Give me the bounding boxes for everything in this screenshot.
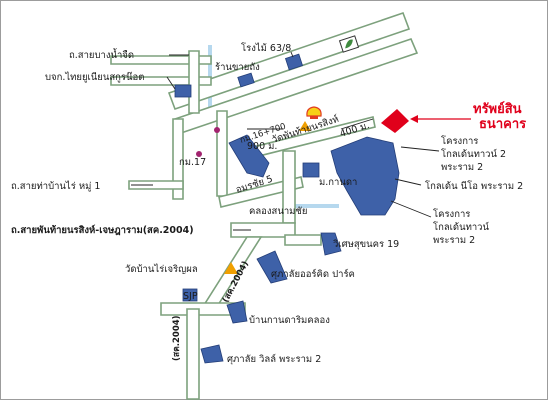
label-sawmill: โรงไม้ 63/8: [241, 42, 291, 54]
target-site: [381, 109, 409, 133]
label-khlong-sanam-chai: คลองสนามชัย: [249, 206, 307, 217]
ptr-golden-town-1: [400, 146, 440, 152]
building-sawmill: [284, 53, 304, 71]
label-golden-town-1c: พระราม 2: [441, 162, 483, 173]
label-golden-town-2c: พระราม 2: [433, 235, 475, 246]
label-golden-town-2b: โกลเด้นทาวน์: [433, 221, 490, 233]
label-witsetsukhon: วิเศษสุขนคร 19: [332, 239, 399, 250]
building-tank-shop: [237, 72, 255, 88]
landmark-km17-dot-icon: [196, 151, 202, 157]
label-thai-union: บจก.ไทยยูเนียนสกูรน๊อต: [45, 71, 144, 83]
label-distance-900: 900 ม.: [247, 141, 277, 152]
building-witsetsukhon: [320, 232, 342, 256]
brand-line-1: ทรัพย์สิน: [473, 101, 522, 117]
label-wat-ban-rai: วัดบ้านไร่เจริญผล: [125, 263, 198, 275]
label-bang-nam-chuet: ถ.สายบางน้ำจืด: [69, 48, 134, 61]
road-witsetsukhon: [284, 234, 322, 246]
road-bang-nam-chuet-connector: [110, 55, 212, 65]
temple-icon: [299, 121, 311, 131]
label-golden-neo: โกลเด้น นีโอ พระราม 2: [425, 180, 523, 192]
label-km17: กม.17: [179, 157, 206, 168]
building-golden-town-cluster: [330, 136, 400, 216]
distance-400-line: [340, 118, 374, 130]
building-suphalai-orchid: [256, 250, 288, 284]
brand-line-2: ธนาคาร: [479, 117, 526, 132]
label-sk2004-vertical: (สค.2004): [172, 315, 182, 361]
road-tha-ban-rai: [128, 180, 184, 190]
temple-ban-rai-icon: [224, 262, 238, 274]
label-golden-town-1a: โครงการ: [441, 135, 478, 147]
building-thai-union: [174, 84, 192, 98]
road-km16-vertical: [216, 110, 228, 197]
road-km17-vertical: [172, 118, 184, 200]
label-ban-kanda: บ้านกานดาริมคลอง: [249, 315, 330, 326]
ptr-sawmill: [290, 51, 294, 58]
landmark-dot-icon: [214, 127, 220, 133]
ptr-thai-union: [166, 76, 176, 90]
road-amorn-chai-5: [218, 176, 304, 208]
ptr-golden-neo: [394, 178, 422, 186]
road-thai-union-connector: [110, 76, 212, 86]
label-golden-town-1b: โกลเด้นทาวน์ 2: [441, 148, 506, 160]
label-suphalai-orchid: ศุภาลัยออร์คิด ปาร์ค: [271, 268, 355, 280]
label-phanthai-chetsada: ถ.สายพันท้ายนรสิงห์-เจษฎาราม(สค.2004): [11, 224, 194, 236]
road-sk2004-south: [186, 308, 200, 400]
shell-station-icon: [306, 106, 322, 119]
leaf-logo-icon: [338, 35, 360, 53]
building-wat-phanthai: [228, 134, 270, 178]
building-mo-kanda: [302, 162, 320, 178]
label-mo-kanda: ม.กานดา: [319, 177, 357, 188]
label-golden-town-2a: โครงการ: [433, 208, 470, 220]
label-sjp: SJP: [183, 291, 198, 302]
road-left-vertical: [188, 50, 200, 114]
building-suphalai-ville: [200, 344, 224, 364]
ptr-golden-town-2: [390, 200, 432, 218]
label-suphalai-ville: ศุภาลัย วิลล์ พระราม 2: [227, 353, 321, 365]
label-tha-ban-rai: ถ.สายท่าบ้านไร่ หมู่ 1: [11, 180, 100, 192]
arrow-head-icon: [410, 115, 418, 123]
building-ban-kanda: [226, 300, 248, 324]
building-sjp: [182, 288, 198, 302]
label-tank-shop: ร้านขายถัง: [215, 62, 260, 73]
